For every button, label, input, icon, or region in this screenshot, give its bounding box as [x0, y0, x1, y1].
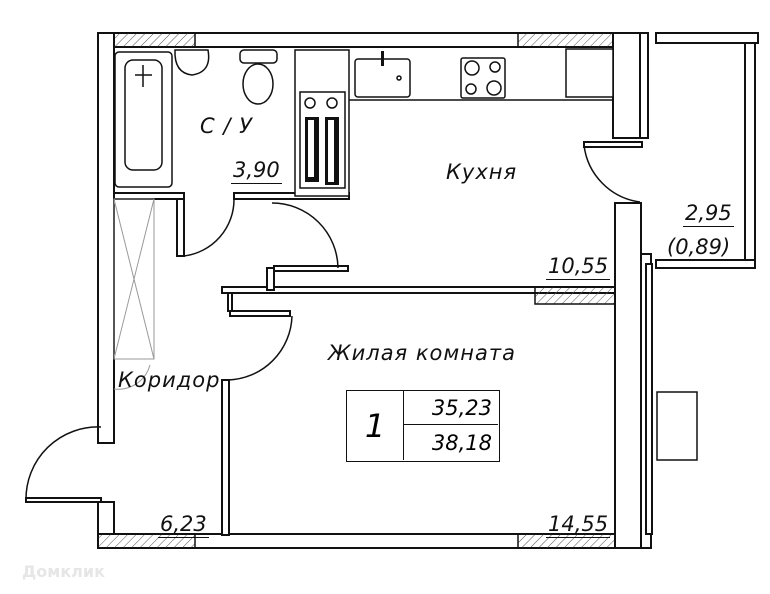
room-area-balcony: 2,95: [683, 201, 734, 227]
rooms-count: 1: [347, 391, 404, 460]
room-name-corridor: Коридор: [118, 368, 221, 392]
interior-walls: [113, 192, 350, 536]
bathroom-fixtures: [114, 49, 350, 197]
outer-walls: [97, 32, 652, 549]
room-area-kitchen: 10,55: [546, 254, 611, 280]
room-area-bathroom: 3,90: [231, 158, 282, 184]
apartment-summary: 1 35,23 38,18: [346, 390, 500, 462]
doors: [25, 141, 643, 503]
total-area: 38,18: [431, 431, 492, 455]
room-name-kitchen: Кухня: [446, 160, 518, 184]
room-area-corridor: 6,23: [158, 512, 209, 538]
room-area-living: 14,55: [546, 512, 611, 538]
living-area-total: 35,23: [404, 391, 498, 425]
balcony: [645, 32, 759, 535]
kitchen-fixtures: [349, 48, 614, 101]
room-name-living: Жилая комната: [328, 341, 516, 365]
room-name-bathroom: С / У: [200, 114, 253, 138]
watermark: Домклик: [22, 562, 105, 581]
room-area-balcony-reduced: (0,89): [667, 235, 731, 259]
